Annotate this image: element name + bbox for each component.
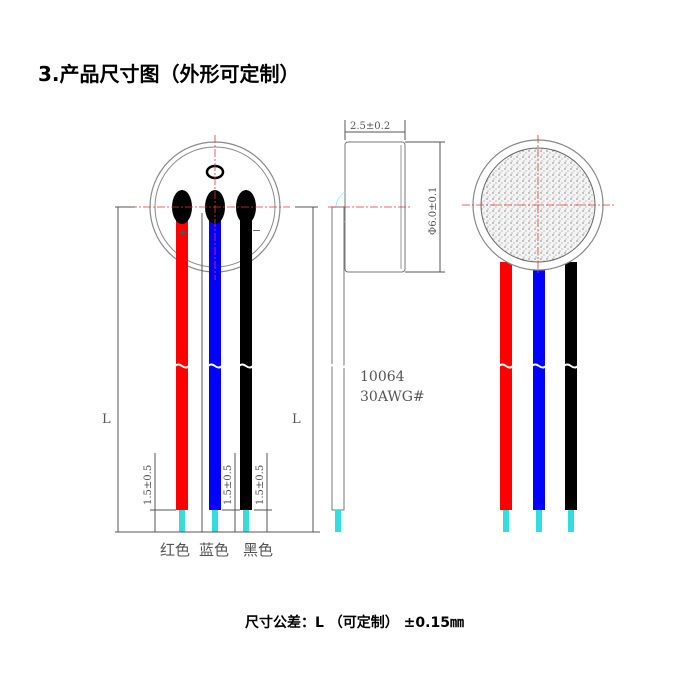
length-label-2: L (292, 412, 301, 427)
plus-label: + (178, 226, 187, 239)
rear-view: + − (115, 135, 290, 532)
side-view: 2.5±0.2 Φ6.0±0.1 10064 30AWG# (328, 120, 445, 532)
wire-model: 10064 (360, 369, 405, 385)
label-red: 红色 (160, 541, 190, 559)
strip-dim-blue: 1.5±0.5 (223, 465, 234, 505)
strip-dim-black: 1.5±0.5 (255, 465, 266, 505)
wire-black (240, 215, 252, 510)
wire-color-labels: 红色 蓝色 黑色 (160, 541, 273, 559)
diameter-dim: Φ6.0±0.1 (428, 187, 439, 235)
length-dimensions (115, 206, 320, 533)
wire-gauge: 30AWG# (360, 389, 425, 405)
label-black: 黑色 (243, 541, 273, 559)
front-view (462, 135, 615, 532)
wire-blue (209, 215, 221, 510)
wire-red (176, 215, 188, 510)
label-blue: 蓝色 (199, 541, 229, 559)
tolerance-note: 尺寸公差：L （可定制） ±0.15㎜ (245, 615, 464, 631)
thickness-dim: 2.5±0.2 (350, 121, 390, 132)
minus-label: − (252, 224, 261, 237)
page-title: 3.产品尺寸图（外形可定制） (38, 62, 300, 86)
length-label-1: L (102, 412, 111, 427)
strip-dim-red: 1.5±0.5 (143, 465, 154, 505)
